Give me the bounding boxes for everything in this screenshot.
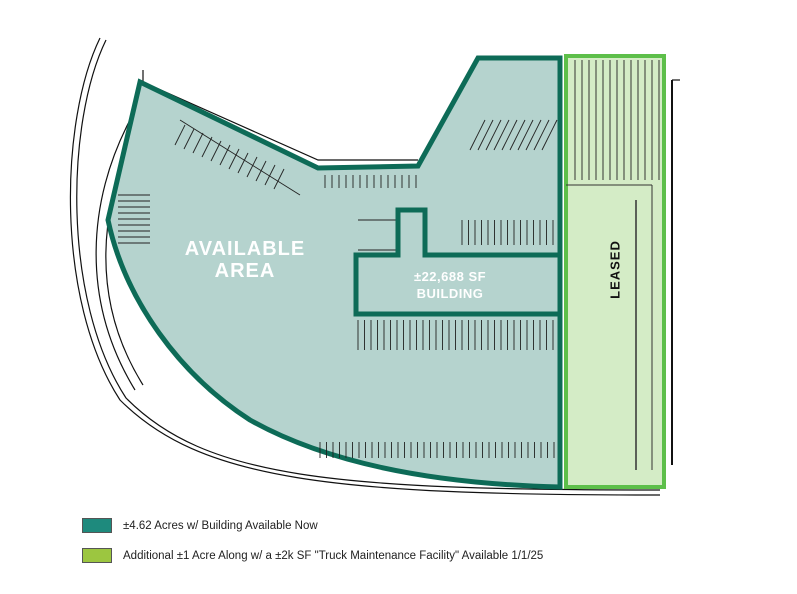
building-footprint (353, 207, 563, 317)
leased-label: LEASED (607, 240, 623, 299)
legend-label: ±4.62 Acres w/ Building Available Now (123, 519, 318, 532)
available-area (105, 55, 563, 490)
legend-item-additional: Additional ±1 Acre Along w/ a ±2k SF "Tr… (82, 548, 543, 563)
legend-swatch-green (82, 548, 112, 563)
available-area-label-line2: AREA (214, 260, 276, 282)
leased-area (564, 54, 666, 489)
building-label: ±22,688 SF BUILDING (395, 268, 505, 302)
legend-item-available: ±4.62 Acres w/ Building Available Now (82, 518, 318, 533)
available-area-label-line1: AVAILABLE (184, 238, 306, 260)
legend-swatch-teal (82, 518, 112, 533)
road-lines (69, 37, 680, 496)
building-label-text: BUILDING (416, 286, 484, 301)
legend-label: Additional ±1 Acre Along w/ a ±2k SF "Tr… (123, 549, 544, 562)
building-size-label: ±22,688 SF (413, 269, 487, 284)
available-area-label: AVAILABLE AREA (170, 238, 320, 282)
